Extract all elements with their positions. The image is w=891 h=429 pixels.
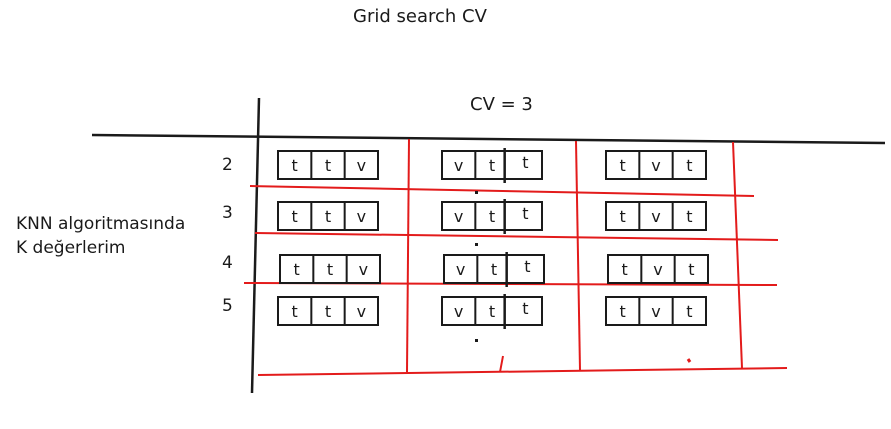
ellipsis-dots: [475, 191, 478, 342]
fold-box-outline: [605, 201, 707, 231]
red-column-line: [732, 141, 743, 369]
fold-letter: t: [686, 156, 692, 175]
fold-letter: t: [292, 302, 298, 321]
fold-letter: v: [357, 156, 366, 175]
dot-mark: [475, 243, 478, 246]
fold-box-outline: [605, 150, 707, 180]
fold-letter: t: [292, 156, 298, 175]
red-dot-mark: [686, 358, 692, 363]
k-value-2: 2: [222, 155, 233, 175]
fold-letter: v: [454, 156, 463, 175]
fold-box-outline: [277, 296, 379, 326]
fold-letter: t: [489, 156, 495, 175]
fold-box-outline: [441, 150, 543, 180]
fold-letter: t: [620, 207, 626, 226]
fold-box-outline: [441, 201, 543, 231]
fold-letter: t: [325, 156, 331, 175]
fold-letter: t: [620, 302, 626, 321]
fold-letter: t: [622, 260, 628, 279]
horizontal-axis: [91, 133, 886, 145]
fold-letter: t: [522, 299, 528, 318]
vertical-axis: [250, 97, 261, 394]
fold-box-outline: [279, 254, 381, 284]
fold-letter: t: [522, 153, 528, 172]
red-row-line: [257, 367, 788, 376]
fold-letter: v: [454, 207, 463, 226]
cv-label: CV = 3: [470, 94, 533, 115]
fold-box-outline: [441, 296, 543, 326]
fold-letter: v: [651, 207, 660, 226]
k-value-5: 5: [222, 296, 233, 316]
red-column-line: [575, 140, 581, 371]
fold-letter: t: [292, 207, 298, 226]
fold-letter: v: [651, 156, 660, 175]
fold-box-outline: [443, 254, 545, 284]
fold-box-outline: [277, 150, 379, 180]
fold-letter: v: [357, 207, 366, 226]
fold-letter: t: [489, 207, 495, 226]
fold-letter: t: [491, 260, 497, 279]
fold-letter: t: [325, 207, 331, 226]
fold-letter: t: [294, 260, 300, 279]
diagram-title: Grid search CV: [353, 6, 487, 27]
fold-letter: t: [686, 207, 692, 226]
fold-letter: t: [688, 260, 694, 279]
fold-letter: t: [686, 302, 692, 321]
red-row-line: [254, 232, 779, 241]
fold-letter: t: [620, 156, 626, 175]
k-value-3: 3: [222, 203, 233, 223]
fold-box-outline: [605, 296, 707, 326]
fold-letter: t: [325, 302, 331, 321]
side-label-line-1: KNN algoritmasında: [16, 214, 186, 234]
fold-letter: v: [653, 260, 662, 279]
side-label-line-2: K değerlerim: [16, 238, 126, 258]
fold-letter: t: [489, 302, 495, 321]
knn-k-values-label: KNN algoritmasında K değerlerim: [16, 212, 185, 260]
fold-letter: t: [524, 257, 530, 276]
red-row-line: [249, 185, 755, 197]
dot-mark: [475, 191, 478, 194]
fold-letter: v: [651, 302, 660, 321]
fold-letter: t: [522, 204, 528, 223]
fold-letter: v: [359, 260, 368, 279]
fold-boxes: t t v v t t t v t t t v v t t t v t t t v v t t t v t t t v v t t t v t: [277, 148, 709, 329]
red-stroke-mark: [499, 355, 504, 373]
k-value-4: 4: [222, 253, 233, 273]
fold-box-outline: [277, 201, 379, 231]
dot-mark: [475, 339, 478, 342]
fold-letter: t: [327, 260, 333, 279]
fold-box-outline: [607, 254, 709, 284]
fold-letter: v: [357, 302, 366, 321]
fold-letter: v: [456, 260, 465, 279]
fold-letter: v: [454, 302, 463, 321]
red-column-line: [406, 138, 410, 373]
